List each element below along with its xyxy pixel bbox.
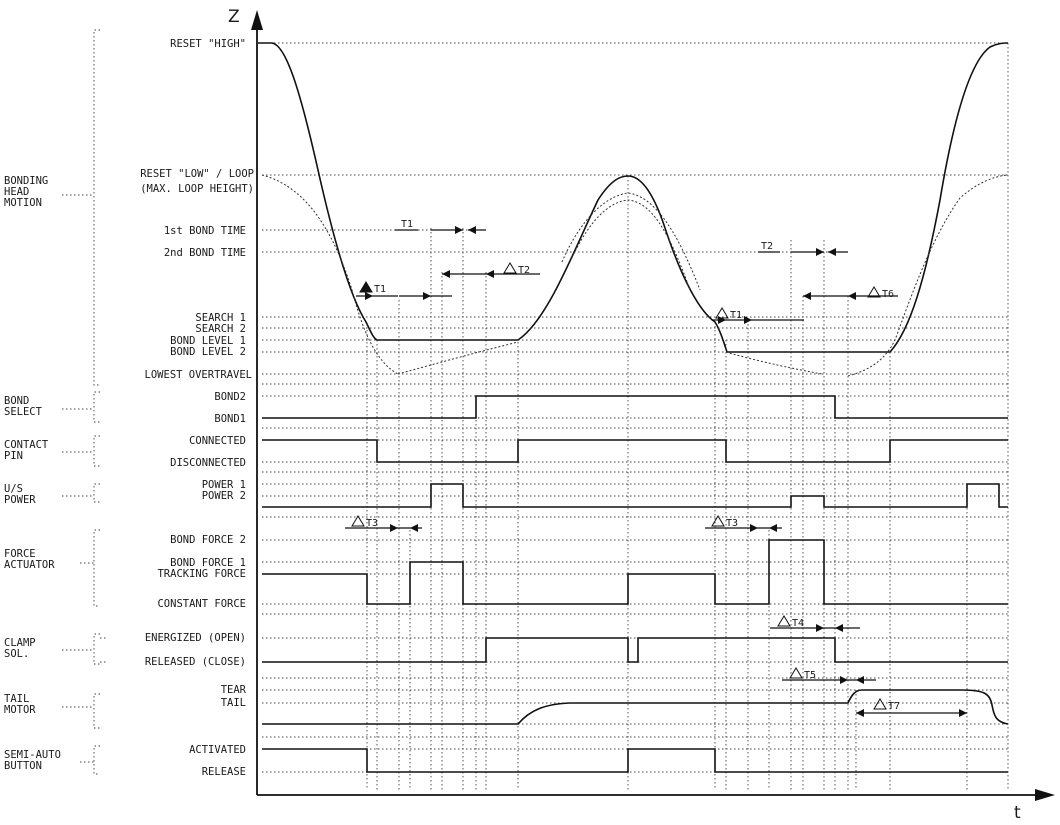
group-labels: BONDING HEAD MOTION BOND SELECT CONTACT … xyxy=(4,175,67,772)
tail-motor-signal xyxy=(262,689,1009,725)
level-energized-open: ENERGIZED (OPEN) xyxy=(145,632,246,644)
contact-pin-signal xyxy=(262,439,1008,463)
svg-text:T3: T3 xyxy=(726,518,738,529)
level-bond-level2: BOND LEVEL 2 xyxy=(170,346,246,358)
t-axis-label: t xyxy=(1014,803,1021,823)
z-axis-label: Z xyxy=(228,7,240,27)
level-disconnected: DISCONNECTED xyxy=(170,457,246,469)
group-label-tail-motor: TAIL MOTOR xyxy=(4,693,36,716)
level-reset-high: RESET "HIGH" xyxy=(170,38,246,50)
group-label-clamp-sol: CLAMP SOL. xyxy=(4,637,42,660)
semi-auto-button-signal xyxy=(262,748,1008,773)
interval-delta-t5: T5 xyxy=(782,667,876,684)
bond-select-signal xyxy=(262,395,1008,419)
svg-text:T1: T1 xyxy=(401,219,413,230)
svg-text:T4: T4 xyxy=(792,618,804,629)
svg-text:T1: T1 xyxy=(374,284,386,295)
level-bond-level1: BOND LEVEL 1 xyxy=(170,335,246,347)
level-power2: POWER 2 xyxy=(202,490,246,502)
label-leaders xyxy=(62,194,108,763)
svg-text:T3: T3 xyxy=(366,518,378,529)
level-max-loop-height: (MAX. LOOP HEIGHT) xyxy=(140,183,254,195)
svg-text:T6: T6 xyxy=(882,289,894,300)
level-release: RELEASE xyxy=(202,766,246,778)
interval-delta-t3-a: T3 xyxy=(345,515,422,532)
us-power-signal xyxy=(262,483,1008,508)
group-label-bond-select: BOND SELECT xyxy=(4,395,43,418)
interval-t2: T2 xyxy=(758,241,848,256)
interval-delta-t3-b: T3 xyxy=(705,515,782,532)
axes: Z t xyxy=(228,7,1055,823)
level-released-close: RELEASED (CLOSE) xyxy=(145,656,246,668)
interval-t1: T1 xyxy=(395,219,486,234)
group-label-us-power: U/S POWER xyxy=(4,483,36,506)
group-label-contact-pin: CONTACT PIN xyxy=(4,439,55,462)
interval-delta-t2: T2 xyxy=(442,262,540,278)
svg-text:T5: T5 xyxy=(804,670,816,681)
level-tear: TEAR xyxy=(221,684,247,696)
force-actuator-signal xyxy=(262,539,1008,605)
level-power1: POWER 1 xyxy=(202,479,246,491)
level-connected: CONNECTED xyxy=(189,435,246,447)
level-constant-force: CONSTANT FORCE xyxy=(157,598,246,610)
svg-text:T2: T2 xyxy=(761,241,773,252)
z-trajectory xyxy=(258,42,1009,353)
level-bond-force1: BOND FORCE 1 xyxy=(170,557,246,569)
level-bond1: BOND1 xyxy=(214,413,246,425)
level-second-bond-time: 2nd BOND TIME xyxy=(164,247,246,259)
group-brackets xyxy=(93,29,100,775)
head-motion-curves xyxy=(258,42,1009,377)
svg-text:T7: T7 xyxy=(888,701,900,712)
level-tracking-force: TRACKING FORCE xyxy=(157,568,246,580)
level-activated: ACTIVATED xyxy=(189,744,246,756)
interval-delta-t6: T6 xyxy=(803,286,898,300)
interval-delta-t1-b: T1 xyxy=(712,307,804,324)
level-tail: TAIL xyxy=(221,697,246,709)
level-search2: SEARCH 2 xyxy=(195,323,246,335)
timing-lines xyxy=(366,43,1009,790)
level-labels: RESET "HIGH" RESET "LOW" / LOOP (MAX. LO… xyxy=(140,38,254,778)
level-first-bond-time: 1st BOND TIME xyxy=(164,225,246,237)
interval-delta-t1-a: T1 xyxy=(356,281,452,300)
level-bond2: BOND2 xyxy=(214,391,246,403)
svg-text:T2: T2 xyxy=(518,265,530,276)
group-label-semi-auto-button: SEMI-AUTO BUTTON xyxy=(4,749,67,772)
clamp-sol-signal xyxy=(262,637,1008,663)
interval-delta-t4: T4 xyxy=(770,615,860,632)
level-bond-force2: BOND FORCE 2 xyxy=(170,534,246,546)
level-search1: SEARCH 1 xyxy=(195,312,246,324)
svg-text:T1: T1 xyxy=(730,310,742,321)
level-reset-low-loop: RESET "LOW" / LOOP xyxy=(140,168,254,180)
interval-delta-t7: T7 xyxy=(856,698,967,717)
group-label-bonding-head-motion: BONDING HEAD MOTION xyxy=(4,175,55,209)
interval-annotations: T1 T2 T1 T2 xyxy=(345,219,967,717)
group-label-force-actuator: FORCE ACTUATOR xyxy=(4,548,55,571)
level-lowest-overtravel: LOWEST OVERTRAVEL xyxy=(145,369,252,381)
